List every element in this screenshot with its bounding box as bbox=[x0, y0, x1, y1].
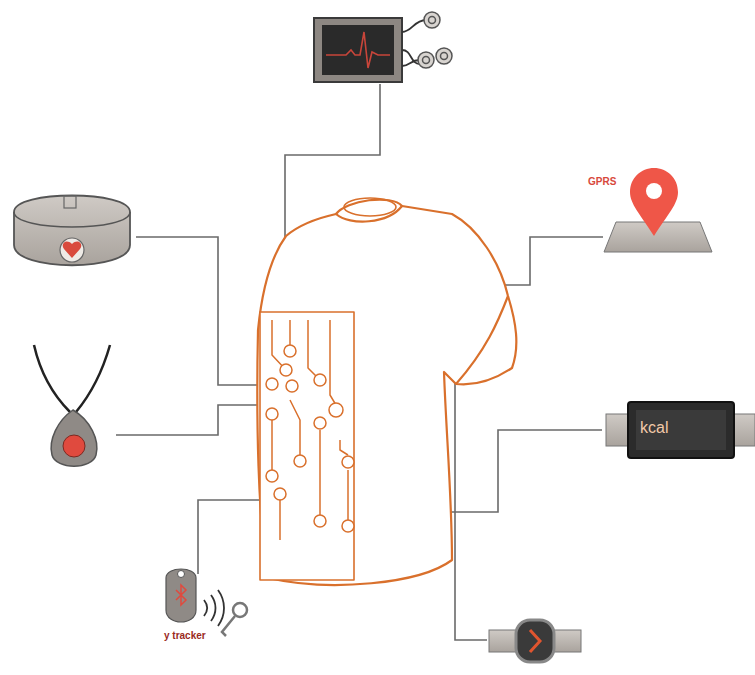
gps-label: GPRS bbox=[588, 176, 616, 187]
alarm-pendant bbox=[34, 345, 110, 466]
key-tracker bbox=[166, 569, 247, 636]
display-text: kcal bbox=[640, 419, 668, 437]
device-label: y tracker bbox=[164, 630, 206, 641]
gps-locator bbox=[604, 168, 712, 252]
ecg-monitor bbox=[314, 12, 452, 82]
smart-shirt bbox=[257, 198, 516, 585]
smart-watch bbox=[489, 620, 581, 662]
heart-rate-band bbox=[14, 196, 130, 266]
calorie-tracker bbox=[606, 402, 755, 458]
leader-lines bbox=[116, 84, 603, 640]
